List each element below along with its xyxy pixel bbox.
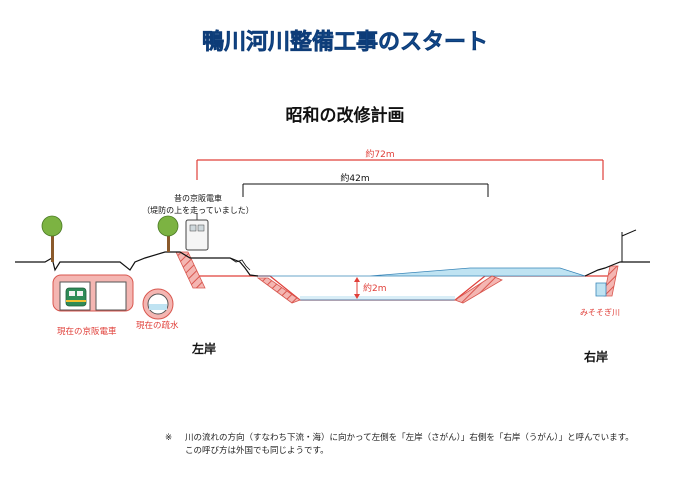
current-drain-label: 現在の疏水 xyxy=(136,320,179,331)
left-outer-revetment xyxy=(175,251,206,289)
underground-second-tunnel xyxy=(95,281,127,311)
footnote-text-2: この呼び方は外国でも同じようです。 xyxy=(185,446,329,456)
inner-width-label: 約42m xyxy=(340,172,369,184)
left-inner-revetment xyxy=(256,277,301,304)
planned-riverbed xyxy=(300,296,455,300)
old-train-label-sub: （堤防の上を走っていました） xyxy=(142,205,254,215)
outer-width-dimension: 約72m xyxy=(196,148,604,180)
footnote-line-2: この呼び方は外国でも同じようです。 xyxy=(165,445,665,458)
page-subtitle: 昭和の改修計画 xyxy=(286,105,405,126)
misosogi-label: みそそぎ川 xyxy=(580,307,620,317)
right-bank-post-icon xyxy=(621,229,637,262)
left-bank-label: 左岸 xyxy=(191,341,216,356)
footnote-mark: ※ xyxy=(165,433,173,443)
river-water xyxy=(258,267,586,277)
right-inner-revetment xyxy=(454,275,503,304)
inner-width-dimension: 約42m xyxy=(242,172,489,197)
footnote-text-1: 川の流れの方向（すなわち下流・海）に向かって左側を「左岸（さがん）」右側を「右岸… xyxy=(185,433,634,443)
drain-tunnel-icon xyxy=(142,288,174,320)
current-train-icon xyxy=(65,287,87,307)
footnote: ※ 川の流れの方向（すなわち下流・海）に向かって左側を「左岸（さがん）」右側を「右… xyxy=(165,432,665,458)
old-train-icon xyxy=(185,213,209,251)
depth-label: 約2m xyxy=(363,282,387,294)
outer-width-label: 約72m xyxy=(365,148,394,160)
embankment-tree-icon xyxy=(157,215,179,252)
right-bank-label: 右岸 xyxy=(583,349,608,364)
depth-dimension: 約2m xyxy=(354,277,387,299)
old-train-label: 昔の京阪電車 xyxy=(174,193,222,203)
existing-ground-profile xyxy=(15,251,650,277)
left-tree-icon xyxy=(41,215,63,262)
misosogi-channel xyxy=(595,282,607,297)
current-train-label: 現在の京阪電車 xyxy=(57,326,117,337)
left-embankment-rubble xyxy=(229,257,251,271)
footnote-line-1: ※ 川の流れの方向（すなわち下流・海）に向かって左側を「左岸（さがん）」右側を「右… xyxy=(165,432,665,445)
page-title: 鴨川河川整備工事のスタート xyxy=(202,29,488,55)
